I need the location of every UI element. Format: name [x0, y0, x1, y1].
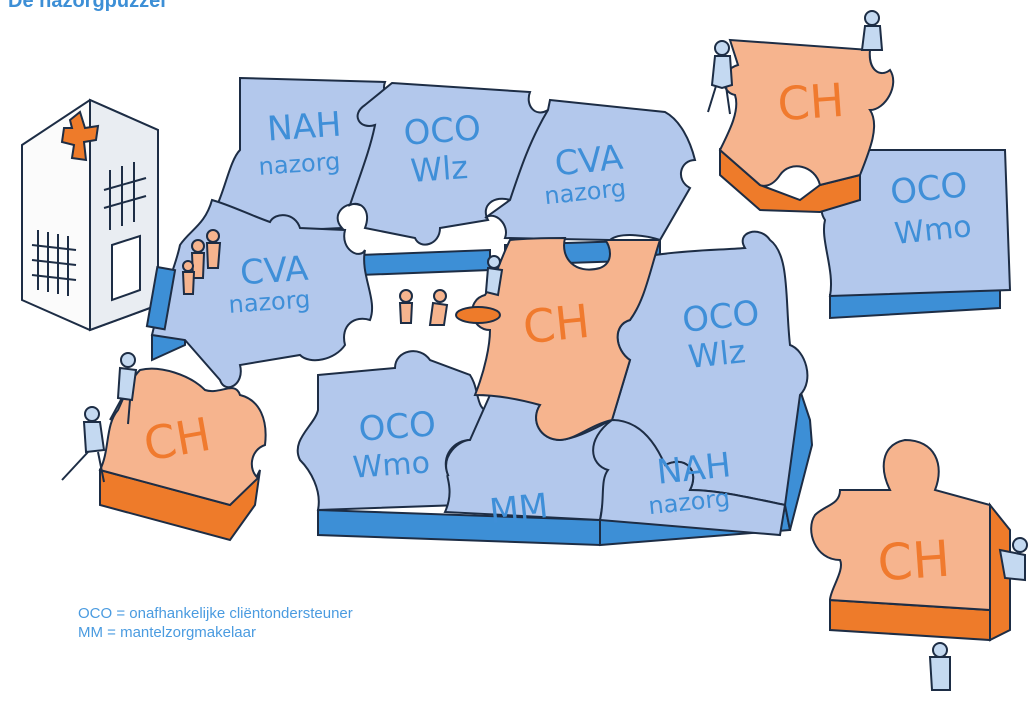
label-nah-top-1: NAH	[266, 104, 343, 149]
legend-item-mm: MM = mantelzorgmakelaar	[78, 624, 256, 641]
label-cva-left-2: nazorg	[228, 285, 312, 319]
label-oco-wmo-right-1: OCO	[888, 165, 969, 213]
person-figure-icon	[928, 537, 1028, 691]
legend: OCO = onafhankelijke cliëntondersteuner …	[78, 604, 353, 642]
label-ch-center: CH	[520, 294, 592, 355]
label-ch-top-right: CH	[776, 73, 846, 132]
label-oco-wlz-top-2: Wlz	[409, 148, 469, 190]
piece-ch-top-right-group	[718, 38, 895, 214]
piece-oco-wmo-bottom	[296, 350, 492, 512]
piece-ch-left	[98, 367, 267, 507]
person-figure-icon	[145, 229, 504, 331]
label-ch-bottom-right: CH	[876, 530, 952, 593]
label-cva-left-1: CVA	[239, 249, 310, 294]
piece-ch-center	[471, 236, 662, 442]
label-oco-wmo-right-2: Wmo	[893, 209, 973, 252]
label-oco-wlz-top-1: OCO	[402, 108, 482, 153]
piece-ch-left-group	[98, 367, 267, 542]
label-oco-wmo-bottom-1: OCO	[357, 404, 437, 449]
piece-ch-bottom-right-group	[810, 438, 1011, 642]
person-figure-icon	[707, 10, 884, 115]
hospital-building-icon	[21, 98, 159, 332]
label-ch-left: CH	[140, 407, 215, 472]
label-nah-bottom-1: NAH	[655, 445, 733, 493]
label-nah-top-2: nazorg	[258, 147, 342, 181]
piece-ch-top-right	[718, 38, 895, 187]
label-oco-wmo-bottom-2: Wmo	[352, 445, 432, 485]
legend-item-oco: OCO = onafhankelijke cliëntondersteuner	[78, 605, 353, 622]
label-oco-wlz-mid-1: OCO	[680, 293, 761, 341]
label-cva-top-1: CVA	[553, 138, 625, 185]
piece-cva-top	[484, 98, 697, 242]
piece-ch-bottom-right	[810, 438, 991, 612]
piece-nah-bottom	[592, 418, 787, 537]
label-mm: MM	[488, 486, 551, 532]
person-figure-icon	[61, 352, 138, 483]
label-oco-wlz-mid-2: Wlz	[686, 332, 747, 376]
page-title: De nazorgpuzzel	[8, 0, 166, 12]
